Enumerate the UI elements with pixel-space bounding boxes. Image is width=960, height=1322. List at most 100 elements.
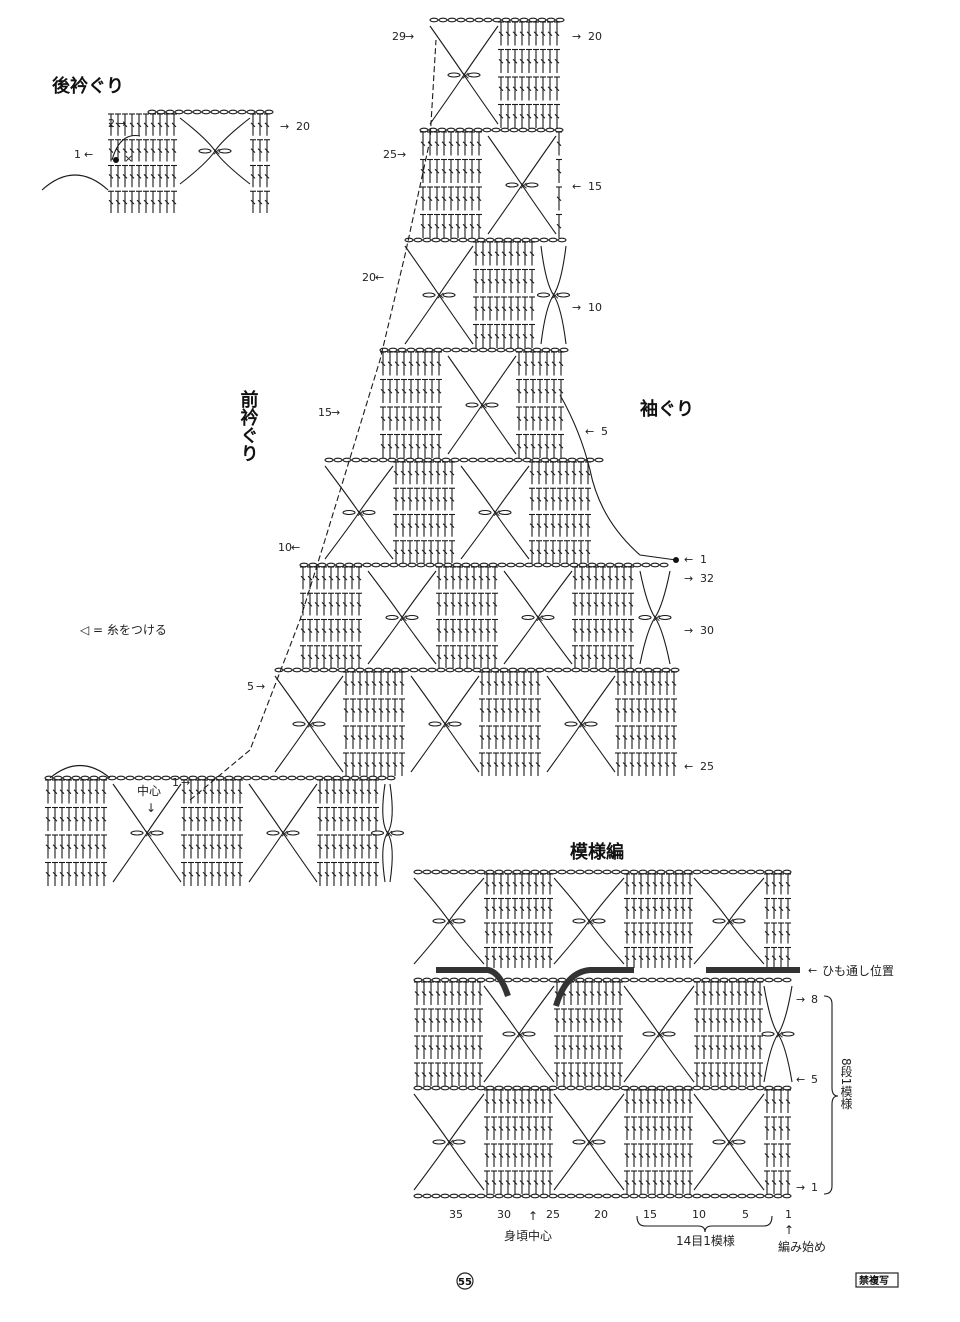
treble-stitch-bar xyxy=(512,1126,518,1131)
treble-stitch-bar xyxy=(143,148,149,154)
treble-stitch-bar xyxy=(650,681,656,686)
treble-stitch-bar xyxy=(435,523,441,529)
treble-stitch-bar xyxy=(666,955,672,961)
chain-stitch xyxy=(512,237,522,243)
treble-stitch-bar xyxy=(522,251,528,257)
treble-stitch-bar xyxy=(493,708,499,713)
chain-stitch xyxy=(530,977,540,983)
arch-upper-right xyxy=(494,465,530,513)
chain-stitch xyxy=(344,562,354,568)
treble-stitch-bar xyxy=(392,708,398,713)
treble-stitch-bar xyxy=(501,278,507,284)
chain-stitch xyxy=(492,17,502,23)
chain-stitch xyxy=(737,977,747,983)
treble-stitch-bar xyxy=(399,708,405,713)
chain-stitch xyxy=(555,17,565,23)
treble-stitch-bar xyxy=(498,1099,504,1104)
arch-upper-left xyxy=(274,675,310,725)
treble-stitch-bar xyxy=(533,1099,539,1104)
treble-stitch-bar xyxy=(493,681,499,686)
back-row-arrow-20: → xyxy=(280,120,289,133)
treble-stitch-bar xyxy=(359,844,365,850)
arch-lower-left xyxy=(367,617,403,665)
back-row-arrow-1: ← xyxy=(84,148,93,161)
chain-stitch xyxy=(405,614,419,621)
treble-stitch-bar xyxy=(357,762,363,767)
single-crochet: × xyxy=(446,1136,455,1149)
treble-stitch-bar xyxy=(414,470,420,476)
chain-stitch xyxy=(342,509,356,516)
chain-stitch xyxy=(405,457,415,463)
treble-stitch-bar xyxy=(528,735,534,740)
chain-stitch xyxy=(255,109,265,115)
chain-stitch xyxy=(737,1193,747,1199)
treble-stitch-bar xyxy=(342,628,348,634)
chain-stitch xyxy=(620,1085,630,1091)
treble-stitch-bar xyxy=(572,654,578,660)
arch-lower-right xyxy=(448,920,485,965)
chain-stitch xyxy=(522,457,532,463)
treble-stitch-bar xyxy=(629,708,635,713)
treble-stitch-bar xyxy=(556,141,562,147)
front-row-right-20: 20 xyxy=(588,30,602,43)
treble-stitch-bar xyxy=(230,871,236,877)
treble-stitch-bar xyxy=(664,762,670,767)
arch-upper-left xyxy=(248,783,284,834)
treble-stitch-bar xyxy=(164,173,170,179)
treble-stitch-bar xyxy=(536,523,542,529)
chain-stitch xyxy=(463,667,473,673)
chain-stitch xyxy=(517,667,527,673)
treble-stitch-bar xyxy=(136,122,142,128)
arch-upper-left xyxy=(483,985,520,1035)
treble-stitch-bar xyxy=(479,708,485,713)
treble-stitch-bar xyxy=(523,388,529,394)
chain-stitch xyxy=(198,148,212,154)
arrow-10: ← xyxy=(291,541,300,554)
drawstring-line-mid xyxy=(553,967,634,1007)
treble-stitch-bar xyxy=(519,906,525,912)
chain-stitch xyxy=(602,1193,612,1199)
treble-stitch-bar xyxy=(456,991,462,996)
yarn-end-dot xyxy=(673,557,679,563)
chain-stitch xyxy=(521,237,531,243)
treble-stitch-bar xyxy=(422,361,428,367)
chain-stitch xyxy=(541,614,555,621)
front-row-right-1: 1 xyxy=(700,553,707,566)
treble-stitch-bar xyxy=(422,416,428,422)
treble-stitch-bar xyxy=(436,361,442,367)
back-row-1: 1 xyxy=(74,148,81,161)
chain-stitch xyxy=(80,775,90,781)
pattern-col-5: 5 xyxy=(742,1208,749,1221)
treble-stitch-bar xyxy=(380,443,386,449)
chain-stitch xyxy=(575,1085,585,1091)
arch-upper-left xyxy=(487,135,523,186)
treble-stitch-bar xyxy=(666,1180,672,1185)
arch-upper-right xyxy=(588,1093,625,1143)
treble-stitch-bar xyxy=(421,549,427,555)
chain-stitch xyxy=(116,775,126,781)
arrow-p8: → xyxy=(796,993,805,1006)
treble-stitch-bar xyxy=(188,789,194,795)
chain-stitch xyxy=(503,1085,513,1091)
chain-stitch xyxy=(473,127,483,133)
treble-stitch-bar xyxy=(442,549,448,555)
chain-stitch xyxy=(539,1193,549,1199)
single-crochet: × xyxy=(385,827,394,840)
chain-stitch xyxy=(449,237,459,243)
chain-stitch xyxy=(592,1139,606,1145)
chain-stitch xyxy=(490,667,500,673)
treble-stitch-bar xyxy=(508,278,514,284)
chain-stitch xyxy=(485,1085,495,1091)
treble-stitch-bar xyxy=(551,416,557,422)
treble-stitch-bar xyxy=(582,1045,588,1050)
treble-stitch-bar xyxy=(371,762,377,767)
treble-stitch-bar xyxy=(484,930,490,936)
treble-stitch-bar xyxy=(589,991,595,996)
chain-stitch xyxy=(532,347,542,353)
treble-stitch-bar xyxy=(471,575,477,581)
chain-stitch xyxy=(566,1193,576,1199)
chain-stitch xyxy=(692,1193,702,1199)
treble-stitch-bar xyxy=(427,141,433,147)
treble-stitch-bar xyxy=(533,86,539,92)
treble-stitch-bar xyxy=(556,223,562,229)
